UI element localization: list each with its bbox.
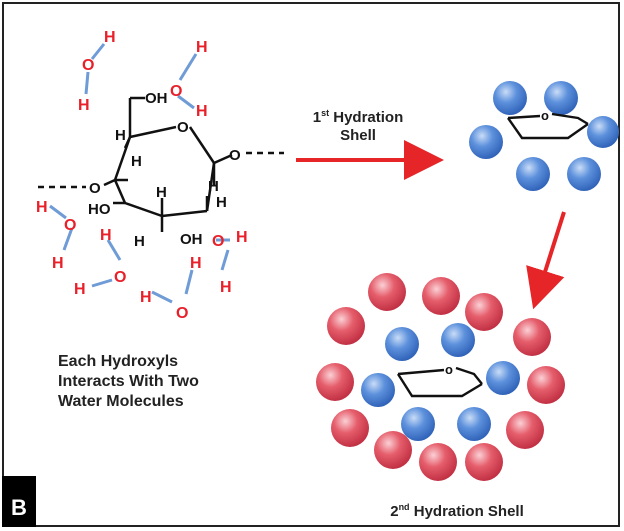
ring-atom-labels: O OH H H H H H HO H OH O O [88, 90, 241, 250]
blue-sphere [516, 157, 550, 191]
water-3-h-a: H [36, 199, 48, 216]
h-c2-label: H [216, 194, 227, 211]
water-4-h-b: H [74, 281, 86, 298]
arrow-second-shell [526, 211, 566, 310]
blue-sphere [457, 407, 491, 441]
blue-sphere [361, 373, 395, 407]
first-shell-line1: Hydration [333, 109, 404, 126]
glycosidic-bonds [38, 151, 284, 189]
water-1-h-a: H [104, 29, 116, 46]
o-c4-label: O [89, 180, 101, 197]
red-sphere [527, 366, 565, 404]
h-c3-label: H [156, 184, 167, 201]
water-1-h-b: H [78, 97, 90, 114]
blue-sphere [567, 157, 601, 191]
panel-label: B [2, 476, 36, 527]
caption-line-3: Water Molecules [58, 393, 184, 410]
red-sphere [506, 411, 544, 449]
water-3-h-b: H [52, 255, 64, 272]
ring-oxygen: O [177, 119, 189, 136]
first-shell-sup: st [321, 108, 330, 118]
water-4-h-a: H [100, 227, 112, 244]
water-5-h-a: H [190, 255, 202, 272]
red-sphere [422, 277, 460, 315]
second-hydration-shell-label: 2nd Hydration Shell [362, 502, 552, 520]
red-sphere [327, 307, 365, 345]
blue-sphere [493, 81, 527, 115]
second-shell-red-spheres [316, 273, 565, 481]
h-c5-label: H [115, 127, 126, 144]
transition-arrows [296, 140, 566, 310]
water-atom-labels: H O H H O H H O H H O H H O H O H H [36, 29, 248, 322]
blue-sphere [469, 125, 503, 159]
second-shell-ordinal: 2 [390, 503, 399, 520]
h-c4-label: H [131, 153, 142, 170]
red-sphere [316, 363, 354, 401]
blue-sphere [385, 327, 419, 361]
first-shell-line2: Shell [340, 127, 376, 144]
red-sphere [465, 293, 503, 331]
water-6-h-a: H [236, 229, 248, 246]
blue-sphere [587, 116, 619, 148]
first-shell-ring-oxygen: o [541, 108, 549, 123]
red-sphere [513, 318, 551, 356]
glucose-ring [103, 96, 233, 232]
water-6-o: O [212, 233, 224, 250]
water-5-o: O [176, 305, 188, 322]
oh-c2-label: OH [180, 231, 203, 248]
first-shell-spheres [469, 81, 619, 191]
water-2-h-a: H [196, 39, 208, 56]
h-c3b-label: H [134, 233, 145, 250]
figure-frame [2, 2, 620, 527]
h-c1-label: H [208, 178, 219, 195]
red-sphere [465, 443, 503, 481]
second-shell-ring [396, 366, 483, 398]
water-2-o: O [170, 83, 182, 100]
caption-line-2: Interacts With Two [58, 373, 199, 390]
blue-sphere [486, 361, 520, 395]
hydroxyl-caption: Each Hydroxyls Interacts With Two Water … [58, 352, 248, 412]
ho-c3-label: HO [88, 201, 111, 218]
blue-sphere [441, 323, 475, 357]
blue-sphere [401, 407, 435, 441]
water-bonds [49, 43, 230, 304]
second-shell-ring-oxygen: o [445, 362, 453, 377]
second-shell-sup: nd [398, 502, 410, 512]
second-shell-blue-spheres [361, 323, 520, 441]
first-shell-ordinal: 1 [312, 109, 322, 126]
first-shell-ring [507, 112, 589, 140]
red-sphere [419, 443, 457, 481]
caption-line-1: Each Hydroxyls [58, 353, 179, 370]
water-6-h-b: H [220, 279, 232, 296]
water-1-o: O [82, 57, 94, 74]
first-hydration-shell-label: 1st Hydration Shell [298, 104, 418, 145]
o-c1-label: O [229, 147, 241, 164]
water-2-h-b: H [196, 103, 208, 120]
red-sphere [374, 431, 412, 469]
blue-sphere [544, 81, 578, 115]
red-sphere [368, 273, 406, 311]
red-sphere [331, 409, 369, 447]
second-shell-text: Hydration Shell [413, 503, 524, 520]
water-3-o: O [64, 217, 76, 234]
water-5-h-b: H [140, 289, 152, 306]
oh-c6-label: OH [145, 90, 168, 107]
water-4-o: O [114, 269, 126, 286]
